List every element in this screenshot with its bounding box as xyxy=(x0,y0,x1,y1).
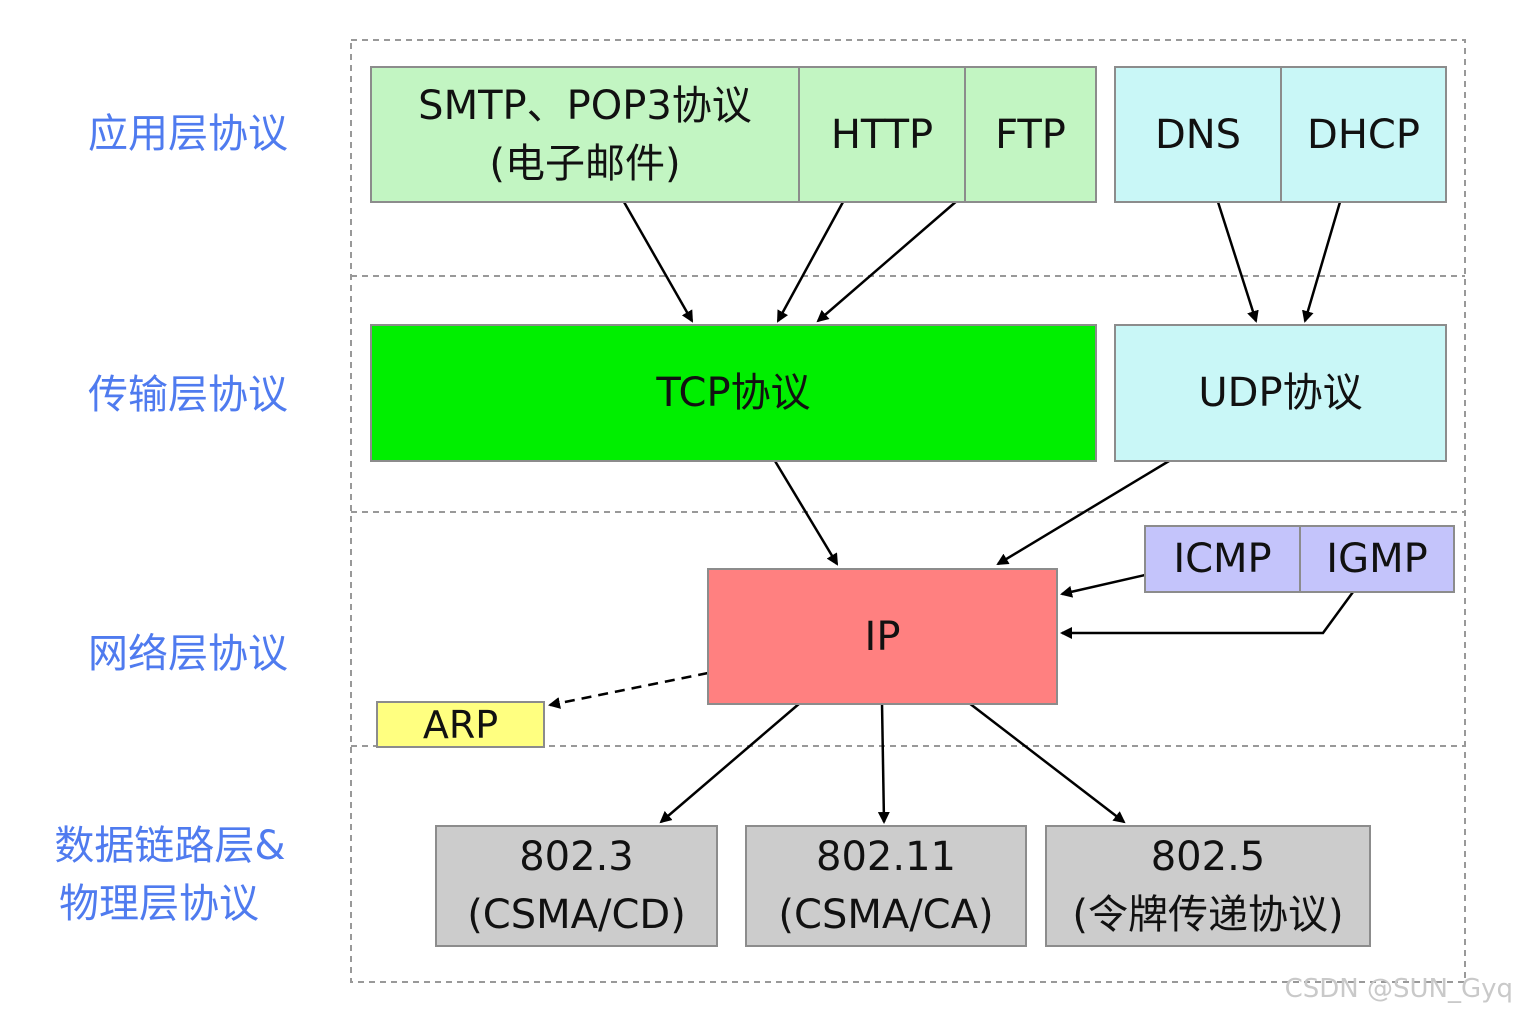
layer-label-datalink-line1: 数据链路层& xyxy=(54,823,286,869)
box-802-11-line2: (CSMA/CA) xyxy=(778,892,994,938)
box-802-3-line2: (CSMA/CD) xyxy=(467,892,686,938)
layer-label-datalink: 数据链路层& 物理层协议 xyxy=(40,817,300,933)
box-802-11-line1: 802.11 xyxy=(816,834,956,880)
box-icmp: ICMP xyxy=(1144,525,1301,593)
arrow-tcp-to-ip xyxy=(773,460,839,566)
arrow-ftp-to-tcp xyxy=(816,192,967,323)
box-ip: IP xyxy=(707,568,1058,705)
box-802-3-line1: 802.3 xyxy=(519,834,634,880)
box-dns: DNS xyxy=(1114,66,1282,203)
box-smtp-line2: (电子邮件) xyxy=(489,140,681,187)
box-igmp: IGMP xyxy=(1299,525,1455,593)
box-arp: ARP xyxy=(376,701,545,748)
arrow-dhcp-to-udp xyxy=(1302,201,1342,323)
box-udp: UDP协议 xyxy=(1114,324,1447,462)
arrow-smtp-to-tcp xyxy=(622,201,694,323)
box-http: HTTP xyxy=(798,66,966,203)
arrow-http-to-tcp xyxy=(776,201,845,323)
box-smtp-line1: SMTP、POP3协议 xyxy=(418,82,752,129)
layer-label-application: 应用层协议 xyxy=(88,111,288,157)
arrow-udp-to-ip xyxy=(996,459,1170,566)
layer-label-datalink-line2: 物理层协议 xyxy=(59,881,259,927)
box-802-5-line2: (令牌传递协议) xyxy=(1072,892,1344,938)
layer-label-network: 网络层协议 xyxy=(88,631,288,677)
box-ftp: FTP xyxy=(964,66,1097,203)
box-802-3: 802.3 (CSMA/CD) xyxy=(435,825,718,947)
box-smtp-pop3: SMTP、POP3协议 (电子邮件) xyxy=(370,66,800,203)
arrow-ip-to-arp xyxy=(548,671,709,709)
layer-label-transport: 传输层协议 xyxy=(88,372,288,418)
arrow-ip-to-80211 xyxy=(877,702,890,824)
arrow-ip-to-8023 xyxy=(659,702,801,824)
arrow-icmp-to-ip xyxy=(1060,573,1146,598)
box-802-5: 802.5 (令牌传递协议) xyxy=(1045,825,1371,947)
arrow-ip-to-8025 xyxy=(968,702,1126,824)
box-802-11: 802.11 (CSMA/CA) xyxy=(745,825,1027,947)
box-tcp: TCP协议 xyxy=(370,324,1097,462)
box-dhcp: DHCP xyxy=(1280,66,1447,203)
arrow-igmp-to-ip xyxy=(1060,591,1355,639)
box-802-5-line1: 802.5 xyxy=(1150,834,1266,880)
arrow-dns-to-udp xyxy=(1216,201,1259,323)
watermark: CSDN @SUN_Gyq xyxy=(1284,974,1513,1004)
